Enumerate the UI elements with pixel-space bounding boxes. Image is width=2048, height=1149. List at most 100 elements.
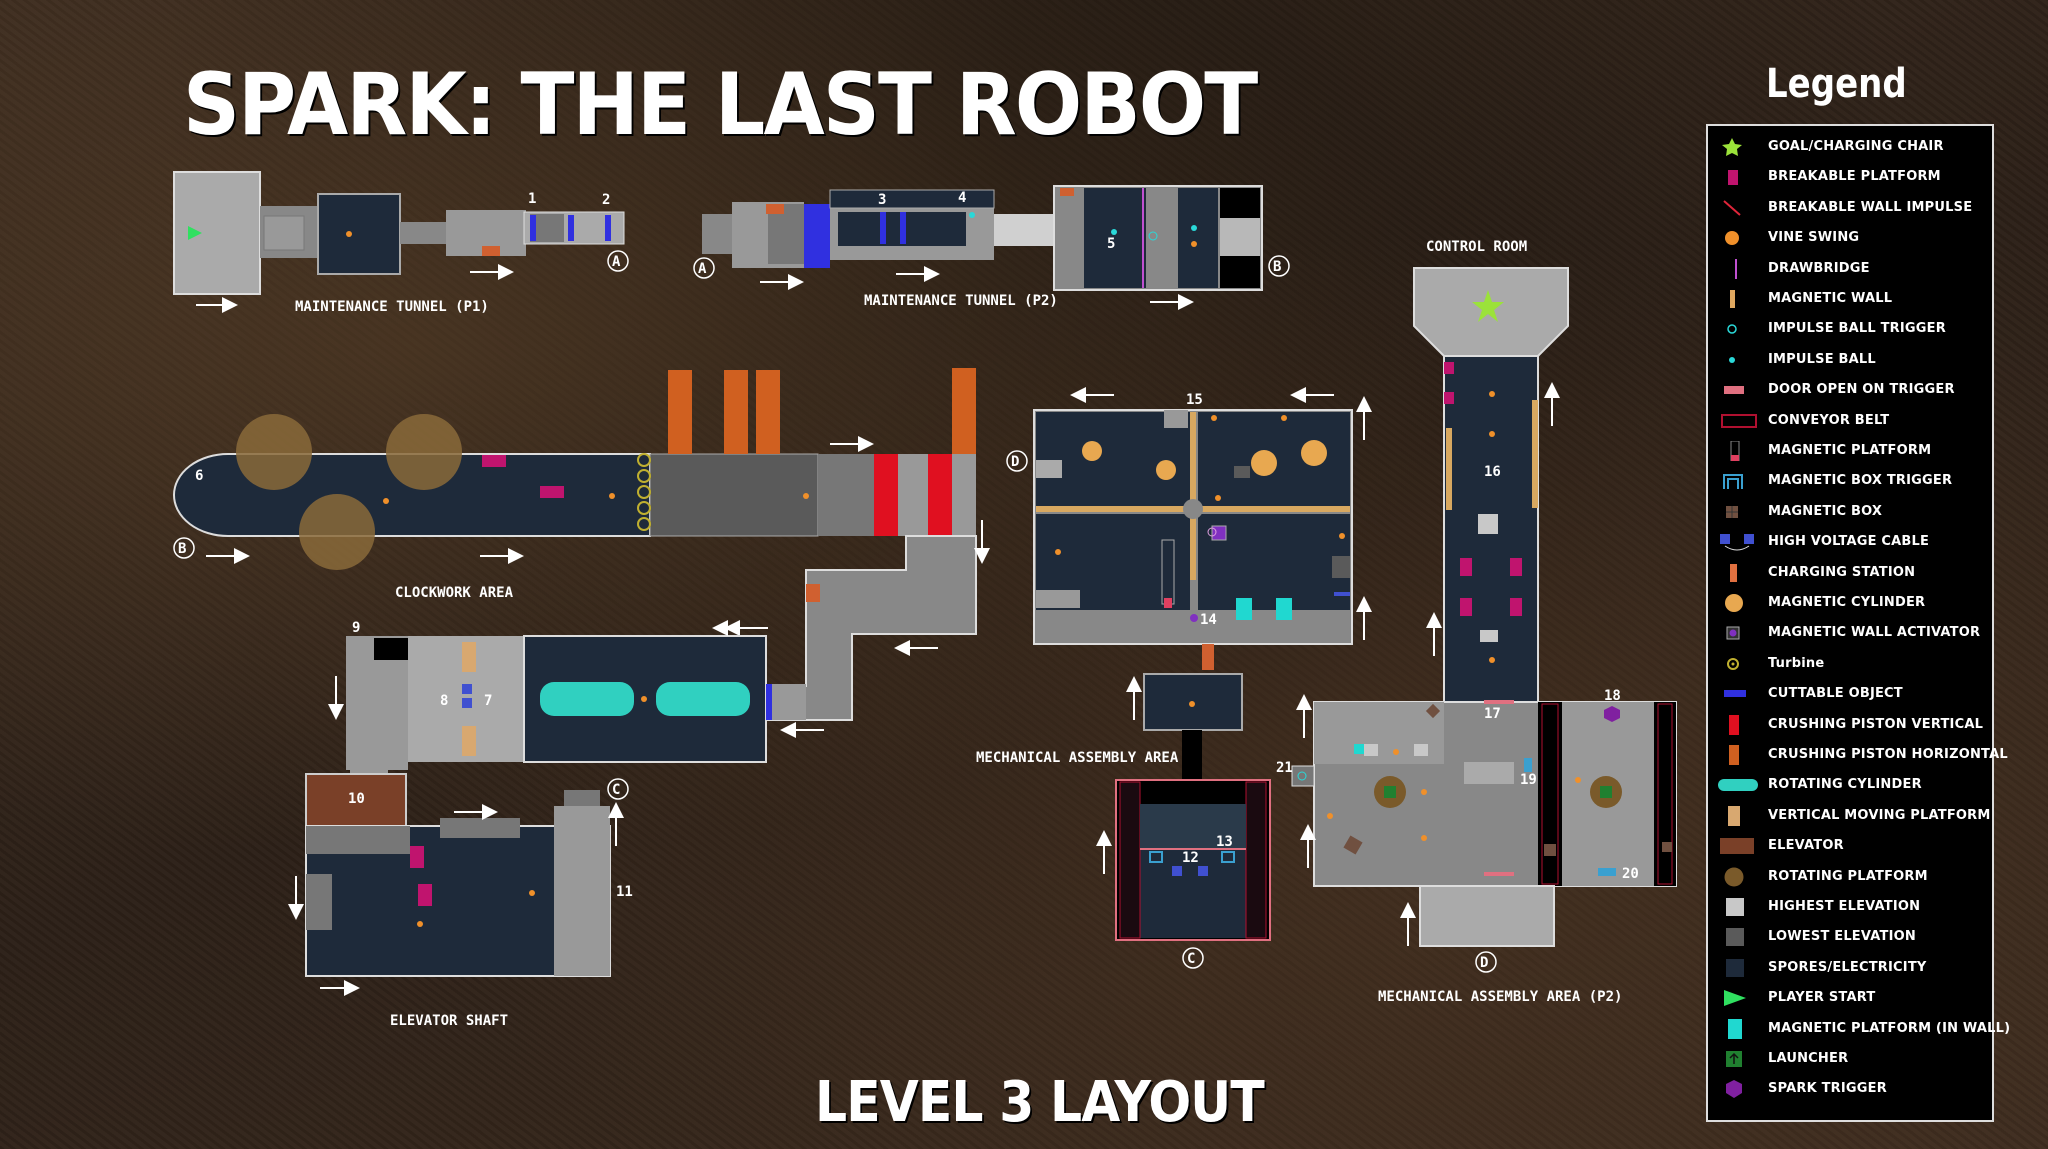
cuttable-icon bbox=[1718, 684, 1758, 704]
number-1: 1 bbox=[528, 191, 536, 207]
number-15: 15 bbox=[1186, 392, 1203, 408]
legend-item: PLAYER START bbox=[1708, 987, 1992, 1009]
vertical-platform-icon bbox=[1718, 805, 1758, 826]
number-7: 7 bbox=[484, 693, 492, 709]
legend-item-label: CONVEYOR BELT bbox=[1768, 412, 1890, 428]
marker-d-2: D bbox=[1480, 955, 1488, 971]
marker-c-1: C bbox=[612, 782, 620, 798]
cable-icon bbox=[1718, 532, 1758, 552]
lowest-elevation-icon bbox=[1718, 927, 1758, 947]
legend-item: DOOR OPEN ON TRIGGER bbox=[1708, 379, 1992, 401]
number-11: 11 bbox=[616, 884, 633, 900]
legend-item-label: LAUNCHER bbox=[1768, 1051, 1849, 1066]
spark-trigger-icon bbox=[1718, 1079, 1758, 1099]
marker-b-1: B bbox=[1273, 259, 1281, 275]
legend-item-label: HIGHEST ELEVATION bbox=[1768, 899, 1921, 914]
legend-item: MAGNETIC WALL ACTIVATOR bbox=[1708, 622, 1992, 644]
legend-item-label: HIGH VOLTAGE CABLE bbox=[1768, 534, 1930, 550]
legend-item-label: MAGNETIC PLATFORM (IN WALL) bbox=[1768, 1020, 2011, 1036]
legend-item: ELEVATOR bbox=[1708, 835, 1992, 857]
number-17: 17 bbox=[1484, 706, 1501, 722]
legend-item: HIGHEST ELEVATION bbox=[1708, 896, 1992, 918]
legend-item: GOAL/CHARGING CHAIR bbox=[1708, 136, 1992, 158]
number-8: 8 bbox=[440, 693, 448, 709]
legend-item-label: VERTICAL MOVING PLATFORM bbox=[1768, 807, 1991, 823]
legend-item-label: MAGNETIC BOX bbox=[1768, 503, 1883, 519]
legend-item: LAUNCHER bbox=[1708, 1048, 1992, 1070]
magnetic-wall-icon bbox=[1718, 289, 1758, 309]
conveyor-icon bbox=[1718, 411, 1758, 431]
legend-item-label: IMPULSE BALL TRIGGER bbox=[1768, 321, 1946, 337]
marker-d-1: D bbox=[1011, 454, 1019, 470]
mechanical-assembly-area: MECHANICAL ASSEMBLY AREA D C 15 14 13 12 bbox=[976, 387, 1372, 969]
rotating-cylinder-icon bbox=[1718, 775, 1758, 795]
legend-item-label: ELEVATOR bbox=[1768, 838, 1844, 854]
legend-item: SPARK TRIGGER bbox=[1708, 1078, 1992, 1100]
legend-item: HIGH VOLTAGE CABLE bbox=[1708, 531, 1992, 553]
drawbridge-icon bbox=[1718, 258, 1758, 279]
number-10: 10 bbox=[348, 791, 365, 807]
legend-item: ROTATING CYLINDER bbox=[1708, 774, 1992, 796]
number-16: 16 bbox=[1484, 464, 1501, 480]
legend-item: CRUSHING PISTON HORIZONTAL bbox=[1708, 744, 2008, 766]
legend-item: VINE SWING bbox=[1708, 227, 1992, 249]
legend-item: MAGNETIC WALL bbox=[1708, 288, 1992, 310]
elevator-shaft-area: ELEVATOR SHAFT C 9 8 7 10 11 bbox=[288, 620, 772, 1029]
legend-item-label: ROTATING PLATFORM bbox=[1768, 868, 1928, 884]
legend-item-label: CUTTABLE OBJECT bbox=[1768, 686, 1903, 702]
label-elevator-shaft: ELEVATOR SHAFT bbox=[390, 1013, 508, 1029]
number-13: 13 bbox=[1216, 834, 1233, 850]
legend-title: Legend bbox=[1766, 61, 1907, 107]
label-maintenance-tunnel-p2: MAINTENANCE TUNNEL (P2) bbox=[864, 293, 1058, 309]
number-5: 5 bbox=[1107, 236, 1115, 252]
magnetic-platform-icon bbox=[1718, 440, 1758, 462]
charging-station-icon bbox=[1718, 563, 1758, 583]
legend-item-label: ROTATING CYLINDER bbox=[1768, 777, 1922, 793]
legend-item: BREAKABLE WALL IMPULSE bbox=[1708, 197, 1992, 219]
legend-item-label: PLAYER START bbox=[1768, 990, 1876, 1006]
legend-item-label: VINE SWING bbox=[1768, 230, 1860, 246]
breakable-wall-icon bbox=[1718, 198, 1758, 218]
legend-item-label: MAGNETIC WALL ACTIVATOR bbox=[1768, 625, 1981, 641]
legend-item: LOWEST ELEVATION bbox=[1708, 926, 1992, 948]
level-layout-title: LEVEL 3 LAYOUT bbox=[815, 1070, 1265, 1135]
legend-item: MAGNETIC BOX TRIGGER bbox=[1708, 470, 1992, 492]
number-4: 4 bbox=[958, 190, 966, 206]
number-18: 18 bbox=[1604, 688, 1621, 704]
maintenance-tunnel-p2: MAINTENANCE TUNNEL (P2) A B 3 4 5 bbox=[693, 185, 1290, 310]
control-room-and-mech-p2: CONTROL ROOM MECHANICAL ASSEMBLY AREA (P… bbox=[1276, 239, 1677, 1005]
legend-item-label: IMPULSE BALL bbox=[1768, 351, 1876, 367]
impulse-trigger-icon bbox=[1718, 319, 1758, 339]
turbine-icon bbox=[1718, 654, 1758, 674]
number-6: 6 bbox=[195, 468, 203, 484]
legend-item: ROTATING PLATFORM bbox=[1708, 866, 1992, 888]
legend-item-label: MAGNETIC PLATFORM bbox=[1768, 443, 1932, 458]
number-9: 9 bbox=[352, 620, 360, 636]
label-mechanical-assembly-area-p2: MECHANICAL ASSEMBLY AREA (P2) bbox=[1378, 989, 1622, 1005]
legend-panel: GOAL/CHARGING CHAIR BREAKABLE PLATFORM BRE… bbox=[1706, 124, 2010, 1122]
legend-item-label: CHARGING STATION bbox=[1768, 564, 1916, 580]
label-clockwork-area: CLOCKWORK AREA bbox=[395, 585, 514, 601]
legend-item-label: CRUSHING PISTON HORIZONTAL bbox=[1768, 747, 2008, 762]
number-2: 2 bbox=[602, 192, 610, 208]
legend-item: IMPULSE BALL TRIGGER bbox=[1708, 318, 1992, 340]
legend-item-label: MAGNETIC BOX TRIGGER bbox=[1768, 473, 1953, 489]
number-12: 12 bbox=[1182, 850, 1199, 866]
door-icon bbox=[1718, 380, 1758, 400]
legend-item: BREAKABLE PLATFORM bbox=[1708, 166, 1992, 188]
page-title: SPARK: THE LAST ROBOT bbox=[183, 55, 1258, 155]
legend-item-label: LOWEST ELEVATION bbox=[1768, 929, 1916, 945]
marker-a-2: A bbox=[698, 261, 707, 277]
number-21: 21 bbox=[1276, 760, 1293, 776]
legend-item: Turbine bbox=[1708, 653, 1992, 675]
elevator-icon bbox=[1718, 836, 1758, 856]
piston-horizontal-icon bbox=[1718, 745, 1758, 765]
impulse-ball-icon bbox=[1718, 350, 1758, 370]
legend-item: DRAWBRIDGE bbox=[1708, 258, 1992, 280]
rotating-platform-icon bbox=[1718, 867, 1758, 887]
legend-item: CUTTABLE OBJECT bbox=[1708, 683, 1992, 705]
label-maintenance-tunnel-p1: MAINTENANCE TUNNEL (P1) bbox=[295, 299, 489, 315]
legend-item-label: MAGNETIC CYLINDER bbox=[1768, 595, 1926, 610]
box-trigger-icon bbox=[1718, 471, 1758, 491]
clockwork-area: CLOCKWORK AREA B 6 bbox=[173, 368, 990, 738]
